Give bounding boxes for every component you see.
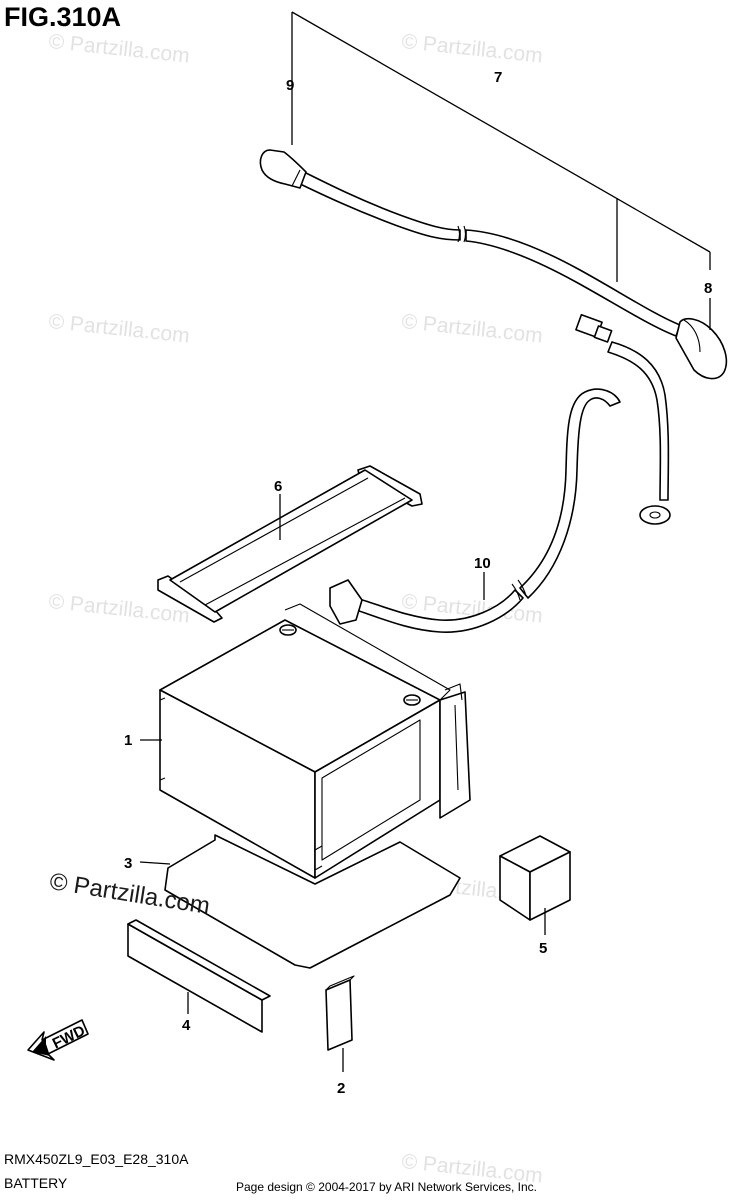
battery-cable-negative[interactable] [329,313,671,633]
section-name: BATTERY [4,1175,68,1191]
copyright-credit: Page design © 2004-2017 by ARI Network S… [236,1180,538,1194]
model-code: RMX450ZL9_E03_E28_310A [4,1151,189,1167]
forward-direction-arrow: FWD [27,1019,89,1061]
figure-title: FIG.310A [4,2,122,32]
callout-1: 1 [124,732,132,749]
callout-3: 3 [124,855,132,872]
callout-6: 6 [274,478,282,495]
callout-9: 9 [286,77,294,94]
battery-pad[interactable] [164,834,461,969]
callout-4: 4 [182,1017,191,1034]
leader-lines [139,494,546,1072]
battery-strip[interactable] [127,919,271,1033]
callout-8: 8 [704,280,712,297]
callout-10: 10 [474,555,491,572]
callout-2: 2 [337,1080,345,1097]
small-pad[interactable] [325,975,355,1051]
battery[interactable] [159,603,471,879]
callout-5: 5 [539,940,547,957]
battery-band[interactable] [157,465,423,623]
leader-line-7 [291,11,711,282]
callout-7: 7 [494,69,502,86]
cushion-block[interactable] [499,835,571,921]
battery-cable-positive[interactable] [259,149,728,380]
